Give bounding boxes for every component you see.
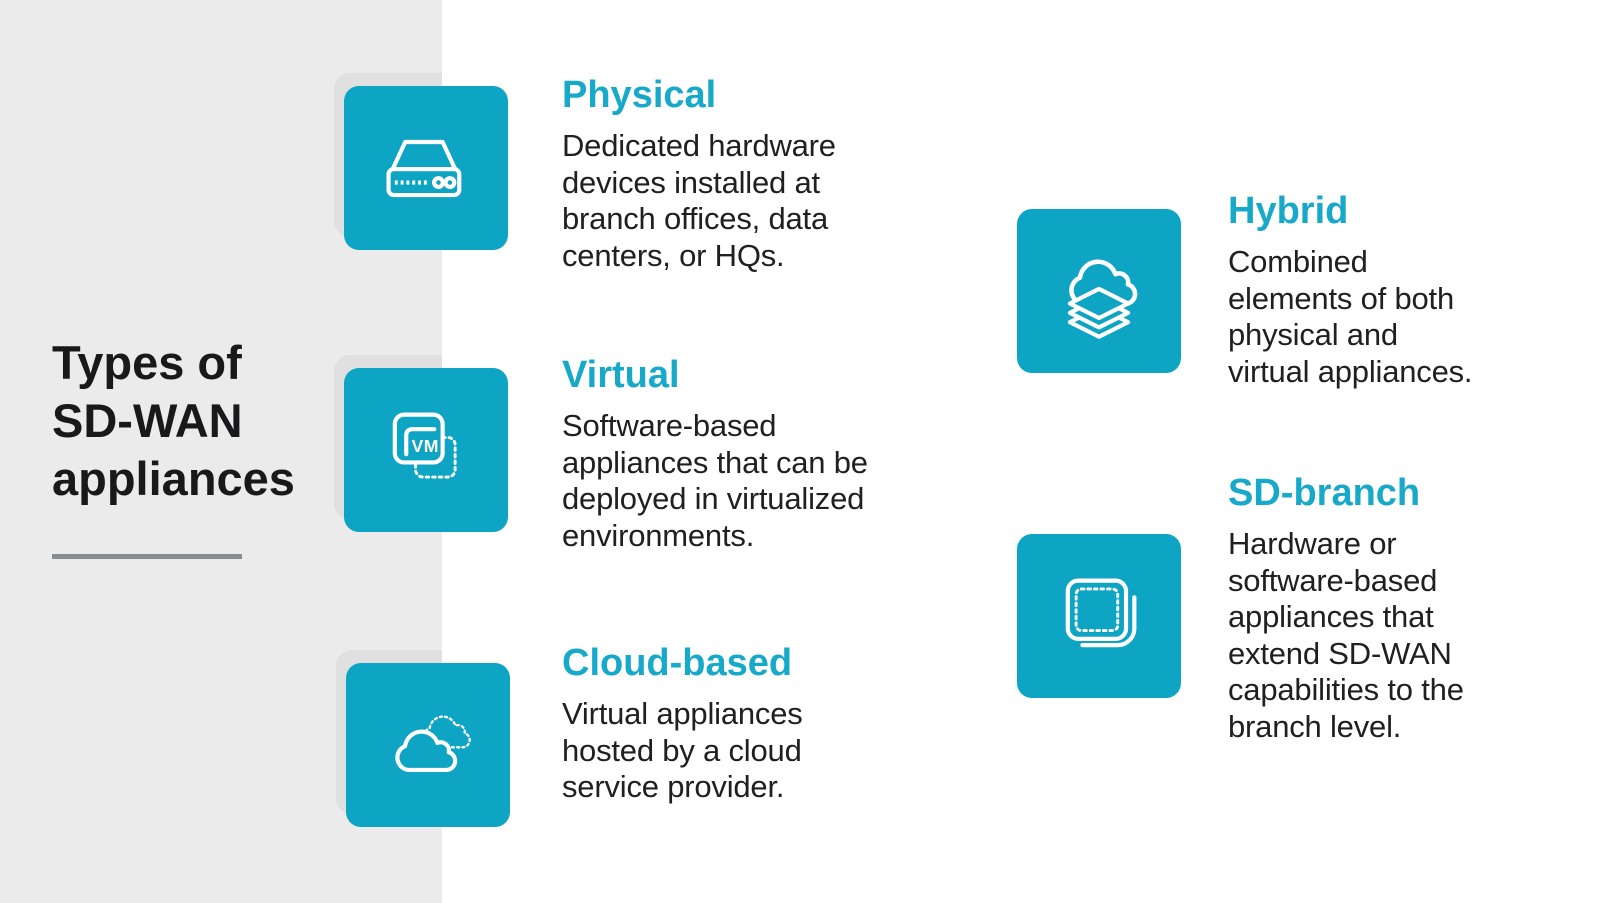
virtual-heading: Virtual — [562, 354, 680, 396]
router-icon — [386, 139, 462, 198]
physical-description: Dedicated hardware devices installed at … — [562, 128, 836, 273]
physical-heading: Physical — [562, 74, 717, 116]
cloud-based-card — [346, 663, 510, 827]
cloud-based-heading: Cloud-based — [562, 642, 793, 684]
sd-branch-heading: SD-branch — [1228, 472, 1421, 514]
hybrid-section: Hybrid Combined elements of both physica… — [1228, 188, 1558, 390]
page-title: Types of SD-WAN appliances — [52, 336, 295, 505]
cloud-icon — [395, 715, 471, 773]
title-underline — [52, 554, 242, 559]
stacked-squares-icon — [1065, 578, 1137, 648]
sd-branch-card — [1017, 534, 1181, 698]
vm-icon: VM — [392, 412, 457, 479]
hybrid-heading: Hybrid — [1228, 190, 1349, 232]
virtual-section: Virtual Software-based appliances that c… — [562, 352, 962, 554]
physical-card — [344, 86, 508, 250]
physical-section: Physical Dedicated hardware devices inst… — [562, 72, 962, 274]
sd-branch-description: Hardware or software-based appliances th… — [1228, 526, 1464, 744]
hybrid-description: Combined elements of both physical and v… — [1228, 244, 1473, 389]
cloud-based-section: Cloud-based Virtual appliances hosted by… — [562, 640, 962, 806]
cloud-stack-icon — [1067, 259, 1138, 339]
vm-icon-label: VM — [411, 436, 439, 456]
hybrid-card — [1017, 209, 1181, 373]
virtual-description: Software-based appliances that can be de… — [562, 408, 868, 553]
virtual-card: VM — [344, 368, 508, 532]
cloud-based-description: Virtual appliances hosted by a cloud ser… — [562, 696, 803, 804]
sd-branch-section: SD-branch Hardware or software-based app… — [1228, 470, 1558, 745]
